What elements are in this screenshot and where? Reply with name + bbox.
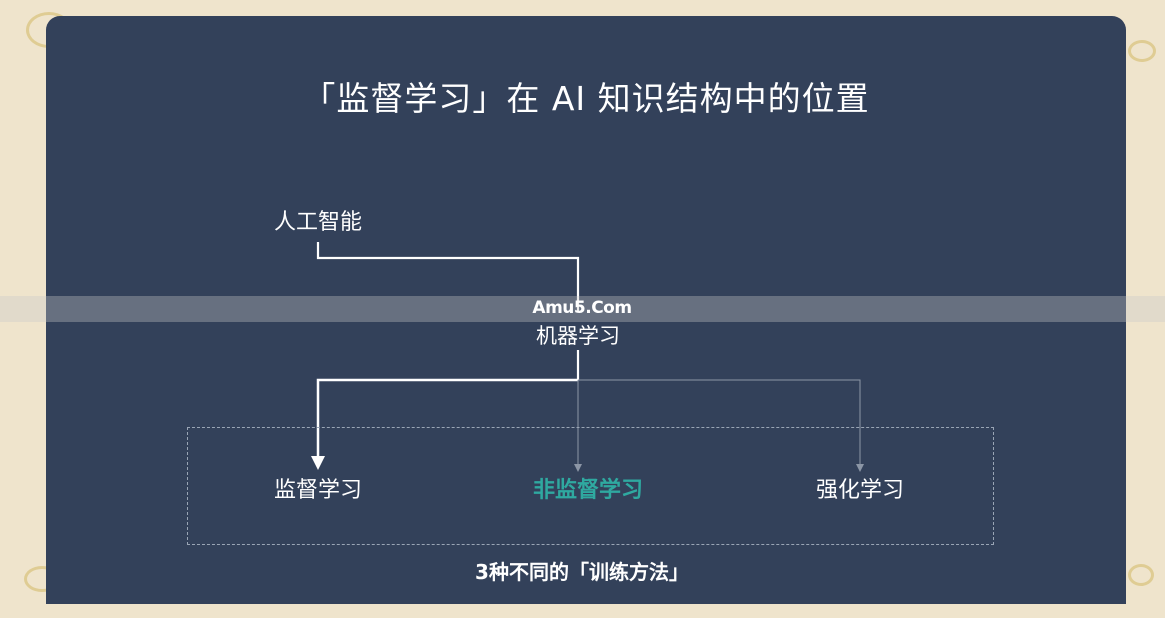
diagram-connectors xyxy=(311,242,864,472)
node-unsupervised-learning: 非监督学习 xyxy=(532,478,644,503)
slide-title: 「监督学习」在 AI 知识结构中的位置 xyxy=(302,79,870,118)
connector-ai-to-ml xyxy=(316,242,580,311)
node-supervised-learning: 监督学习 xyxy=(273,478,363,503)
training-methods-group xyxy=(187,427,994,545)
arrow-head-icon xyxy=(574,464,582,472)
slide: 「监督学习」在 AI 知识结构中的位置 人工智能 机器学习 监督学习 非监督学习… xyxy=(46,16,1126,604)
group-caption: 3种不同的「训练方法」 xyxy=(475,560,689,584)
connector-to-reinforcement xyxy=(578,379,861,466)
ornament-top-right xyxy=(1128,40,1156,62)
arrow-head-icon xyxy=(856,464,864,472)
node-artificial-intelligence: 人工智能 xyxy=(273,210,363,235)
watermark-band xyxy=(0,296,1165,322)
watermark-text: Amu5.Com xyxy=(532,298,632,318)
ornament-bottom-right xyxy=(1128,564,1154,586)
node-reinforcement-learning: 强化学习 xyxy=(815,478,905,503)
node-machine-learning: 机器学习 xyxy=(536,324,620,348)
arrow-head-icon xyxy=(311,456,325,470)
connector-to-supervised xyxy=(316,378,578,458)
